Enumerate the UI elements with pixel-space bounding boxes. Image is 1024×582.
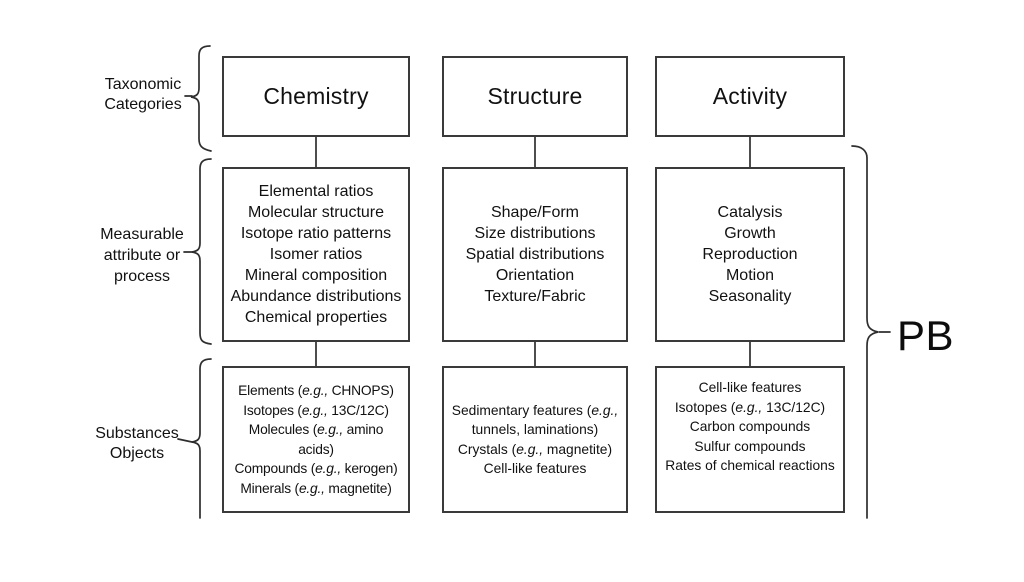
dash-substances (177, 438, 193, 443)
right-brace-pb (851, 145, 879, 519)
substances-list-structure: Sedimentary features (e.g., tunnels, lam… (451, 402, 619, 477)
category-title-chemistry: Chemistry (263, 83, 369, 109)
left-brace-taxonomic (190, 45, 212, 152)
category-title-structure: Structure (487, 83, 583, 109)
category-box-structure: Structure (442, 56, 628, 137)
category-title-activity: Activity (712, 83, 788, 109)
substances-list-chemistry: Elements (e.g., CHNOPS)Isotopes (e.g., 1… (234, 383, 398, 496)
pb-label: PB (897, 312, 955, 359)
substances-box-structure: Sedimentary features (e.g., tunnels, lam… (442, 366, 628, 513)
category-box-activity: Activity (655, 56, 845, 137)
substances-box-chemistry: Elements (e.g., CHNOPS)Isotopes (e.g., 1… (222, 366, 410, 513)
left-brace-substances (191, 358, 212, 519)
category-box-chemistry: Chemistry (222, 56, 410, 137)
